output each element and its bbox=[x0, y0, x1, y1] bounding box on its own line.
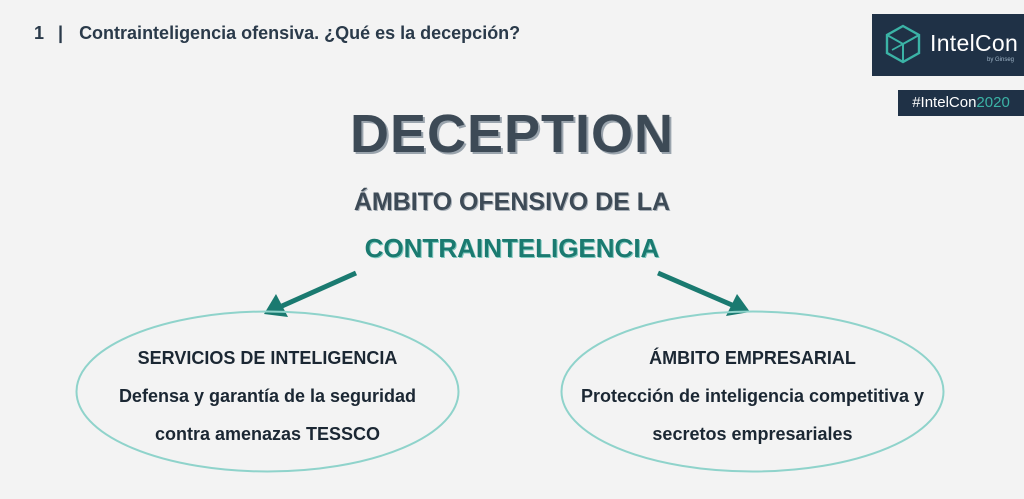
slide-header: 1 | Contrainteligencia ofensiva. ¿Qué es l… bbox=[34, 23, 520, 44]
intelcon-logo: IntelCon by Ginseg bbox=[872, 14, 1024, 76]
right-ellipse-line-2: secretos empresariales bbox=[652, 424, 853, 444]
slide-title: Contrainteligencia ofensiva. ¿Qué es la … bbox=[79, 23, 521, 43]
hashtag-year: 2020 bbox=[976, 94, 1010, 111]
subtitle-line-2: CONTRAINTELIGENCIA bbox=[364, 233, 660, 263]
right-ellipse-heading: ÁMBITO EMPRESARIAL bbox=[649, 348, 856, 368]
cube-icon bbox=[885, 24, 921, 64]
slide-number: 1 bbox=[34, 23, 45, 43]
subtitle-line-1: ÁMBITO OFENSIVO DE LA bbox=[353, 188, 671, 216]
left-ellipse: SERVICIOS DE INTELIGENCIA Defensa y gara… bbox=[75, 310, 460, 473]
left-ellipse-line-1: Defensa y garantía de la seguridad bbox=[118, 386, 417, 406]
right-arrow bbox=[657, 270, 750, 316]
brand-name: IntelCon bbox=[930, 30, 1019, 56]
left-ellipse-heading: SERVICIOS DE INTELIGENCIA bbox=[137, 348, 398, 368]
left-ellipse-line-2: contra amenazas TESSCO bbox=[154, 424, 381, 444]
left-ellipse-shape bbox=[75, 310, 460, 473]
main-title: DECEPTION bbox=[349, 104, 675, 164]
right-ellipse-shape bbox=[560, 310, 945, 473]
hashtag-prefix: #IntelCon bbox=[912, 94, 977, 111]
hashtag-badge: #IntelCon2020 bbox=[898, 90, 1024, 116]
right-ellipse: ÁMBITO EMPRESARIAL Protección de intelig… bbox=[560, 310, 945, 473]
brand-byline: by Ginseg bbox=[986, 57, 1014, 63]
right-ellipse-line-1: Protección de inteligencia competitiva y bbox=[580, 386, 925, 406]
header-separator: | bbox=[58, 23, 64, 43]
